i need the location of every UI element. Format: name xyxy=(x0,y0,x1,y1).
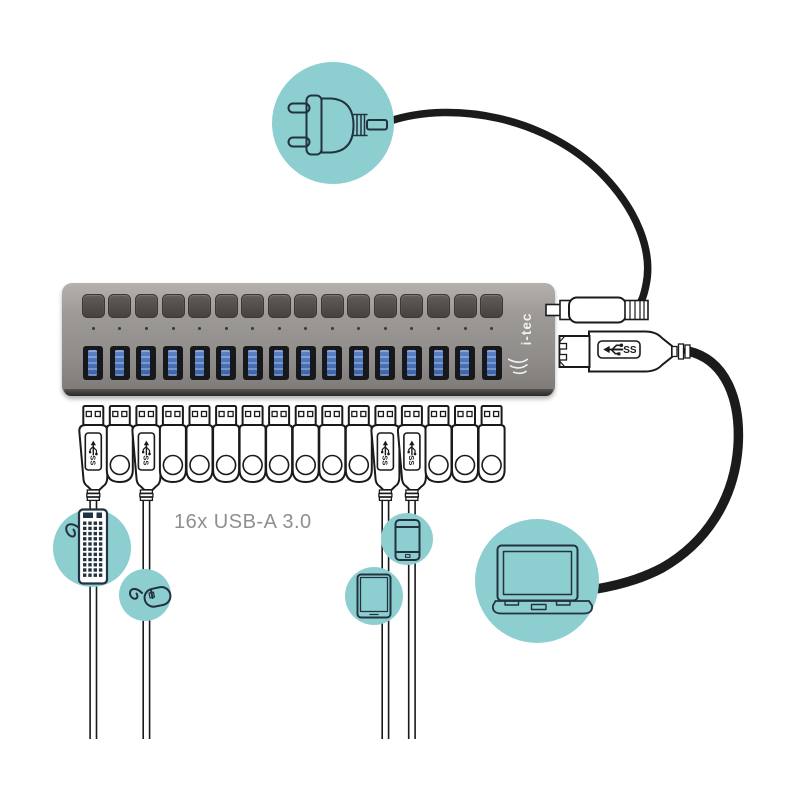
usb-port xyxy=(242,346,263,380)
hub-led xyxy=(224,327,228,330)
tablet-circle xyxy=(345,567,403,625)
hub-led xyxy=(251,327,255,330)
usb-port xyxy=(216,346,237,380)
smartphone-icon xyxy=(394,519,421,561)
usb-port xyxy=(269,346,290,380)
hub-button xyxy=(188,294,211,318)
hub-led xyxy=(383,327,387,330)
hub-led xyxy=(490,327,494,330)
usb-cable-connector xyxy=(396,405,427,739)
usb-flash-drive xyxy=(105,405,134,484)
hub-led xyxy=(198,327,201,330)
hub-button xyxy=(161,294,185,318)
usb-flash-drive xyxy=(451,405,479,484)
usb-port xyxy=(136,346,157,380)
usb-port xyxy=(428,346,449,380)
ports-caption: 16x USB-A 3.0 xyxy=(174,511,312,533)
brand-wing-icon xyxy=(508,358,529,375)
hub-led xyxy=(118,327,122,330)
usb-port xyxy=(455,346,475,380)
usb-cable-connector xyxy=(78,405,109,739)
usb-port xyxy=(189,346,210,380)
usb-flash-drive xyxy=(291,405,320,484)
usb-port xyxy=(163,346,183,380)
usb-flash-drive xyxy=(424,405,453,484)
usb-port xyxy=(295,346,316,380)
dc-power-connector xyxy=(545,296,649,324)
hub-button xyxy=(320,294,344,318)
laptop-circle xyxy=(475,519,599,643)
usb-b-connector xyxy=(558,330,691,373)
connector-row xyxy=(78,405,506,739)
hub-button xyxy=(241,294,265,318)
hub-led xyxy=(410,327,414,330)
hub-button xyxy=(294,294,318,318)
hub-led xyxy=(277,327,281,330)
usb-port xyxy=(348,346,369,380)
hub-led xyxy=(437,327,440,330)
usb-port xyxy=(83,346,104,380)
hub-led xyxy=(463,327,467,330)
tablet-icon xyxy=(356,573,392,619)
usb-flash-drive xyxy=(238,405,267,484)
usb-cable-connector xyxy=(370,405,401,739)
usb-flash-drive xyxy=(318,405,347,484)
usb-port xyxy=(375,346,396,380)
usb-port xyxy=(401,346,422,380)
hub-button xyxy=(134,294,158,318)
hub-led xyxy=(144,327,148,330)
hub-button xyxy=(453,294,477,318)
usb-flash-drive xyxy=(477,405,506,484)
mouse-icon xyxy=(128,586,172,608)
usb-flash-drive xyxy=(344,405,373,484)
usb-port xyxy=(109,346,130,380)
hub-led xyxy=(330,327,334,330)
usb-port xyxy=(322,346,343,380)
hub-button xyxy=(108,294,132,318)
hub-button xyxy=(214,294,238,318)
usb-flash-drive xyxy=(185,405,214,484)
hub-button xyxy=(373,294,397,318)
power-plug-icon xyxy=(287,94,388,156)
laptop-icon xyxy=(492,544,593,615)
hub-led xyxy=(304,327,308,330)
hub-led xyxy=(357,327,361,330)
usb-flash-drive xyxy=(212,405,241,484)
usb-flash-drive xyxy=(158,405,187,484)
hub-button xyxy=(81,294,105,318)
usb-hub: i-tec xyxy=(62,283,555,396)
hub-brand-logo: i-tec xyxy=(505,295,545,387)
hub-button xyxy=(480,294,504,318)
usb-flash-drive xyxy=(265,405,294,484)
hub-button xyxy=(347,294,371,318)
usb-data-cable xyxy=(591,346,744,594)
hub-led xyxy=(91,327,95,330)
hub-button xyxy=(400,294,424,318)
hub-button xyxy=(267,294,291,318)
usb-port xyxy=(481,346,502,380)
power-cable xyxy=(386,108,652,307)
hub-led xyxy=(171,327,175,330)
power-plug-circle xyxy=(272,62,394,184)
keyboard-icon xyxy=(65,508,109,585)
hub-button xyxy=(427,294,450,318)
